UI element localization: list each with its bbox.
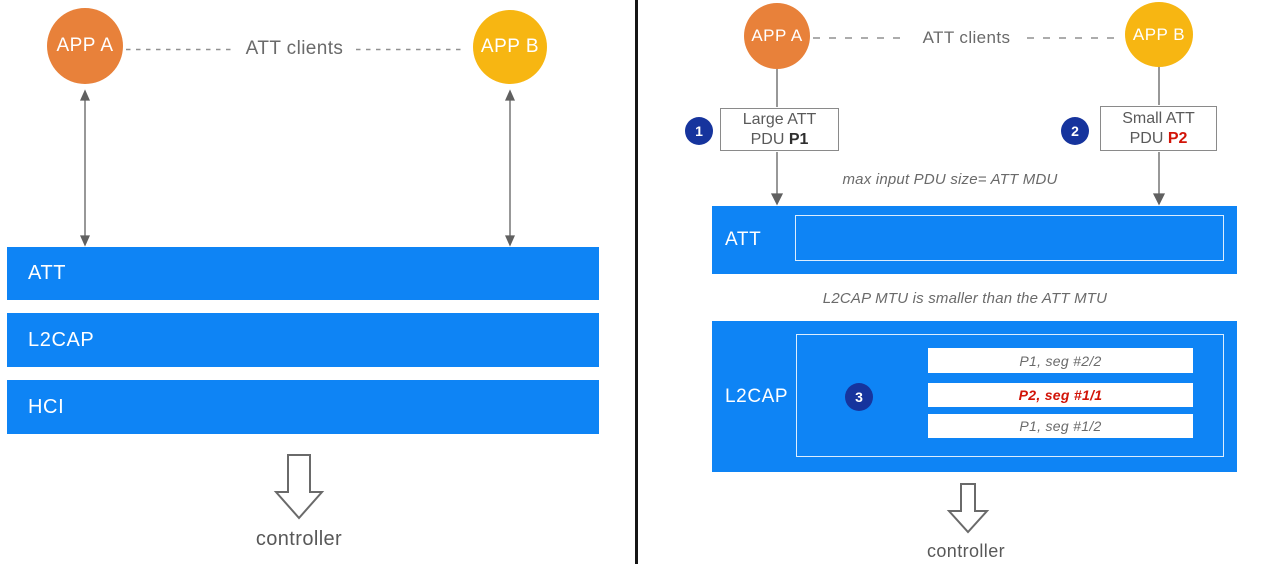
- pdu-p2-line2: PDU P2: [1101, 129, 1216, 149]
- att-mdu-caption: max input PDU size= ATT MDU: [842, 171, 1058, 188]
- pdu-p2-id: P2: [1167, 129, 1188, 147]
- segment-row: P1, seg #2/2: [928, 348, 1193, 373]
- l2cap-frame: [796, 334, 1224, 457]
- controller-arrow-icon: [946, 483, 990, 534]
- pdu-p1-line2: PDU P1: [721, 130, 838, 150]
- app-a-node: APP A: [47, 8, 123, 84]
- layer-hci-label: HCI: [28, 395, 65, 418]
- step-3-number: 3: [855, 389, 863, 405]
- app-a-label: APP A: [751, 26, 803, 45]
- layer-l2cap-label: L2CAP: [725, 385, 789, 407]
- panel-divider: [635, 0, 638, 564]
- att-clients-label: ATT clients: [245, 38, 344, 59]
- layer-att: ATT: [7, 247, 599, 300]
- pdu-p2-line1: Small ATT: [1122, 109, 1195, 127]
- segment-row: P2, seg #1/1: [928, 383, 1193, 407]
- pdu-p1-id: P1: [788, 130, 809, 148]
- layer-l2cap: L2CAP: [7, 313, 599, 367]
- layer-att: ATT: [712, 206, 1237, 274]
- controller-label: controller: [255, 528, 343, 550]
- att-clients-label: ATT clients: [922, 28, 1011, 47]
- layer-att-label: ATT: [28, 262, 67, 284]
- pdu-p1-prefix: PDU: [750, 130, 789, 148]
- double-arrow-icon: [79, 89, 516, 247]
- layer-att-label: ATT: [725, 229, 762, 250]
- app-a-node: APP A: [744, 3, 810, 69]
- controller-arrow-icon: [273, 454, 325, 520]
- l2cap-mtu-caption: L2CAP MTU is smaller than the ATT MTU: [822, 290, 1108, 307]
- step-2-number: 2: [1071, 123, 1079, 139]
- segment-row: P1, seg #1/2: [928, 414, 1193, 438]
- app-b-node: APP B: [1125, 2, 1193, 67]
- layer-l2cap-label: L2CAP: [28, 328, 95, 351]
- layer-hci: HCI: [7, 380, 599, 434]
- app-a-label: APP A: [56, 35, 114, 56]
- pdu-p2-prefix: PDU: [1129, 129, 1168, 147]
- app-b-node: APP B: [473, 10, 547, 84]
- step-2-badge: 2: [1061, 117, 1089, 145]
- app-b-label: APP B: [480, 36, 540, 57]
- step-1-badge: 1: [685, 117, 713, 145]
- large-att-pdu-box: Large ATT PDU P1: [720, 108, 839, 151]
- step-3-badge: 3: [845, 383, 873, 411]
- controller-label: controller: [926, 541, 1006, 561]
- pdu-p1-line1: Large ATT: [742, 110, 817, 128]
- att-mtu-frame: [795, 215, 1224, 261]
- small-att-pdu-box: Small ATT PDU P2: [1100, 106, 1217, 151]
- app-b-label: APP B: [1132, 24, 1186, 44]
- step-1-number: 1: [695, 123, 703, 139]
